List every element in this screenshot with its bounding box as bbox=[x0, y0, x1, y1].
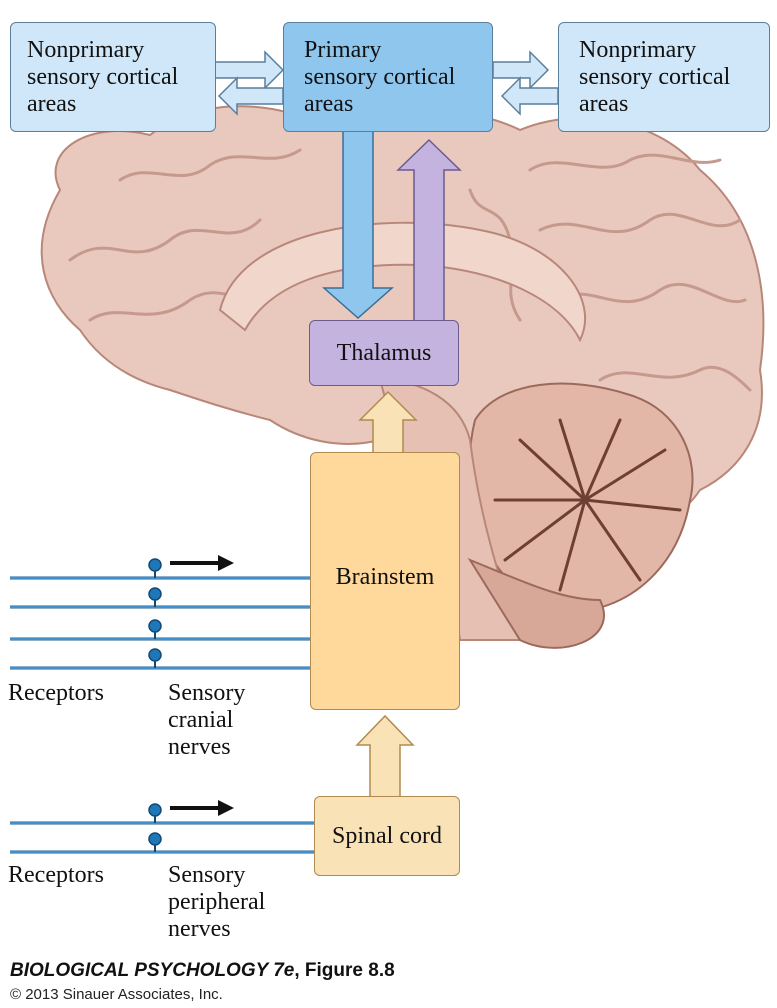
spinal-extension bbox=[467, 557, 605, 649]
nonprimary-left-line-3: areas bbox=[27, 91, 77, 117]
primary-cortex-box: Primary sensory cortical areas bbox=[283, 22, 493, 132]
figure-caption-title: BIOLOGICAL PSYCHOLOGY 7e, Figure 8.8 bbox=[10, 960, 395, 982]
figure-number: , Figure 8.8 bbox=[294, 960, 395, 981]
peripheral-signal-arrow bbox=[170, 800, 234, 816]
cranial-nerves-highlight bbox=[10, 577, 312, 669]
copyright-notice: © 2013 Sinauer Associates, Inc. bbox=[10, 986, 223, 1003]
receptors-upper-label: Receptors bbox=[8, 680, 104, 706]
nonprimary-left-line-2: sensory cortical bbox=[27, 64, 179, 90]
sensory-peripheral-nerves-label: Sensory peripheral nerves bbox=[168, 862, 265, 943]
nonprimary-right-line-2: sensory cortical bbox=[579, 64, 731, 90]
nonprimary-left-line-1: Nonprimary bbox=[27, 37, 145, 63]
spinal-to-brainstem-arrow bbox=[355, 714, 415, 798]
primary-line-3: areas bbox=[304, 91, 354, 117]
primary-line-2: sensory cortical bbox=[304, 64, 456, 90]
brainstem-box: Brainstem bbox=[310, 452, 460, 710]
nonprimary-cortex-left-box: Nonprimary sensory cortical areas bbox=[10, 22, 216, 132]
nonprimary-cortex-right-box: Nonprimary sensory cortical areas bbox=[558, 22, 770, 132]
sensory-cranial-nerves-label: Sensory cranial nerves bbox=[168, 680, 245, 761]
peripheral-line-2: peripheral bbox=[168, 889, 266, 915]
peripheral-line-1: Sensory bbox=[168, 862, 246, 888]
nonprimary-right-line-3: areas bbox=[579, 91, 629, 117]
nonprimary-right-line-1: Nonprimary bbox=[579, 37, 697, 63]
book-title: BIOLOGICAL PSYCHOLOGY 7e bbox=[10, 960, 295, 981]
peripheral-nerves-highlight bbox=[10, 822, 316, 853]
spinal-cord-box: Spinal cord bbox=[314, 796, 460, 876]
cranial-line-3: nerves bbox=[168, 734, 231, 760]
spinal-cord-label: Spinal cord bbox=[332, 822, 442, 849]
receptors-lower-label: Receptors bbox=[8, 862, 104, 888]
thalamus-box: Thalamus bbox=[309, 320, 459, 386]
cranial-line-2: cranial bbox=[168, 707, 234, 733]
cranial-receptor-knobs bbox=[148, 558, 162, 668]
brainstem-label: Brainstem bbox=[335, 564, 435, 590]
peripheral-nerves bbox=[10, 821, 316, 854]
thalamus-to-cortex-arrow bbox=[396, 138, 462, 323]
cranial-signal-arrow bbox=[170, 555, 234, 571]
cranial-line-1: Sensory bbox=[168, 680, 246, 706]
corpus-callosum bbox=[218, 221, 586, 343]
cortex-exchange-arrows bbox=[214, 50, 559, 116]
peripheral-line-3: nerves bbox=[168, 916, 231, 942]
cortex-to-thalamus-arrow bbox=[322, 129, 394, 320]
thalamus-label: Thalamus bbox=[336, 339, 432, 366]
brainstem-to-thalamus-arrow bbox=[358, 390, 418, 456]
primary-line-1: Primary bbox=[304, 37, 382, 63]
cerebellum bbox=[468, 382, 694, 612]
peripheral-receptor-knobs bbox=[148, 803, 162, 852]
